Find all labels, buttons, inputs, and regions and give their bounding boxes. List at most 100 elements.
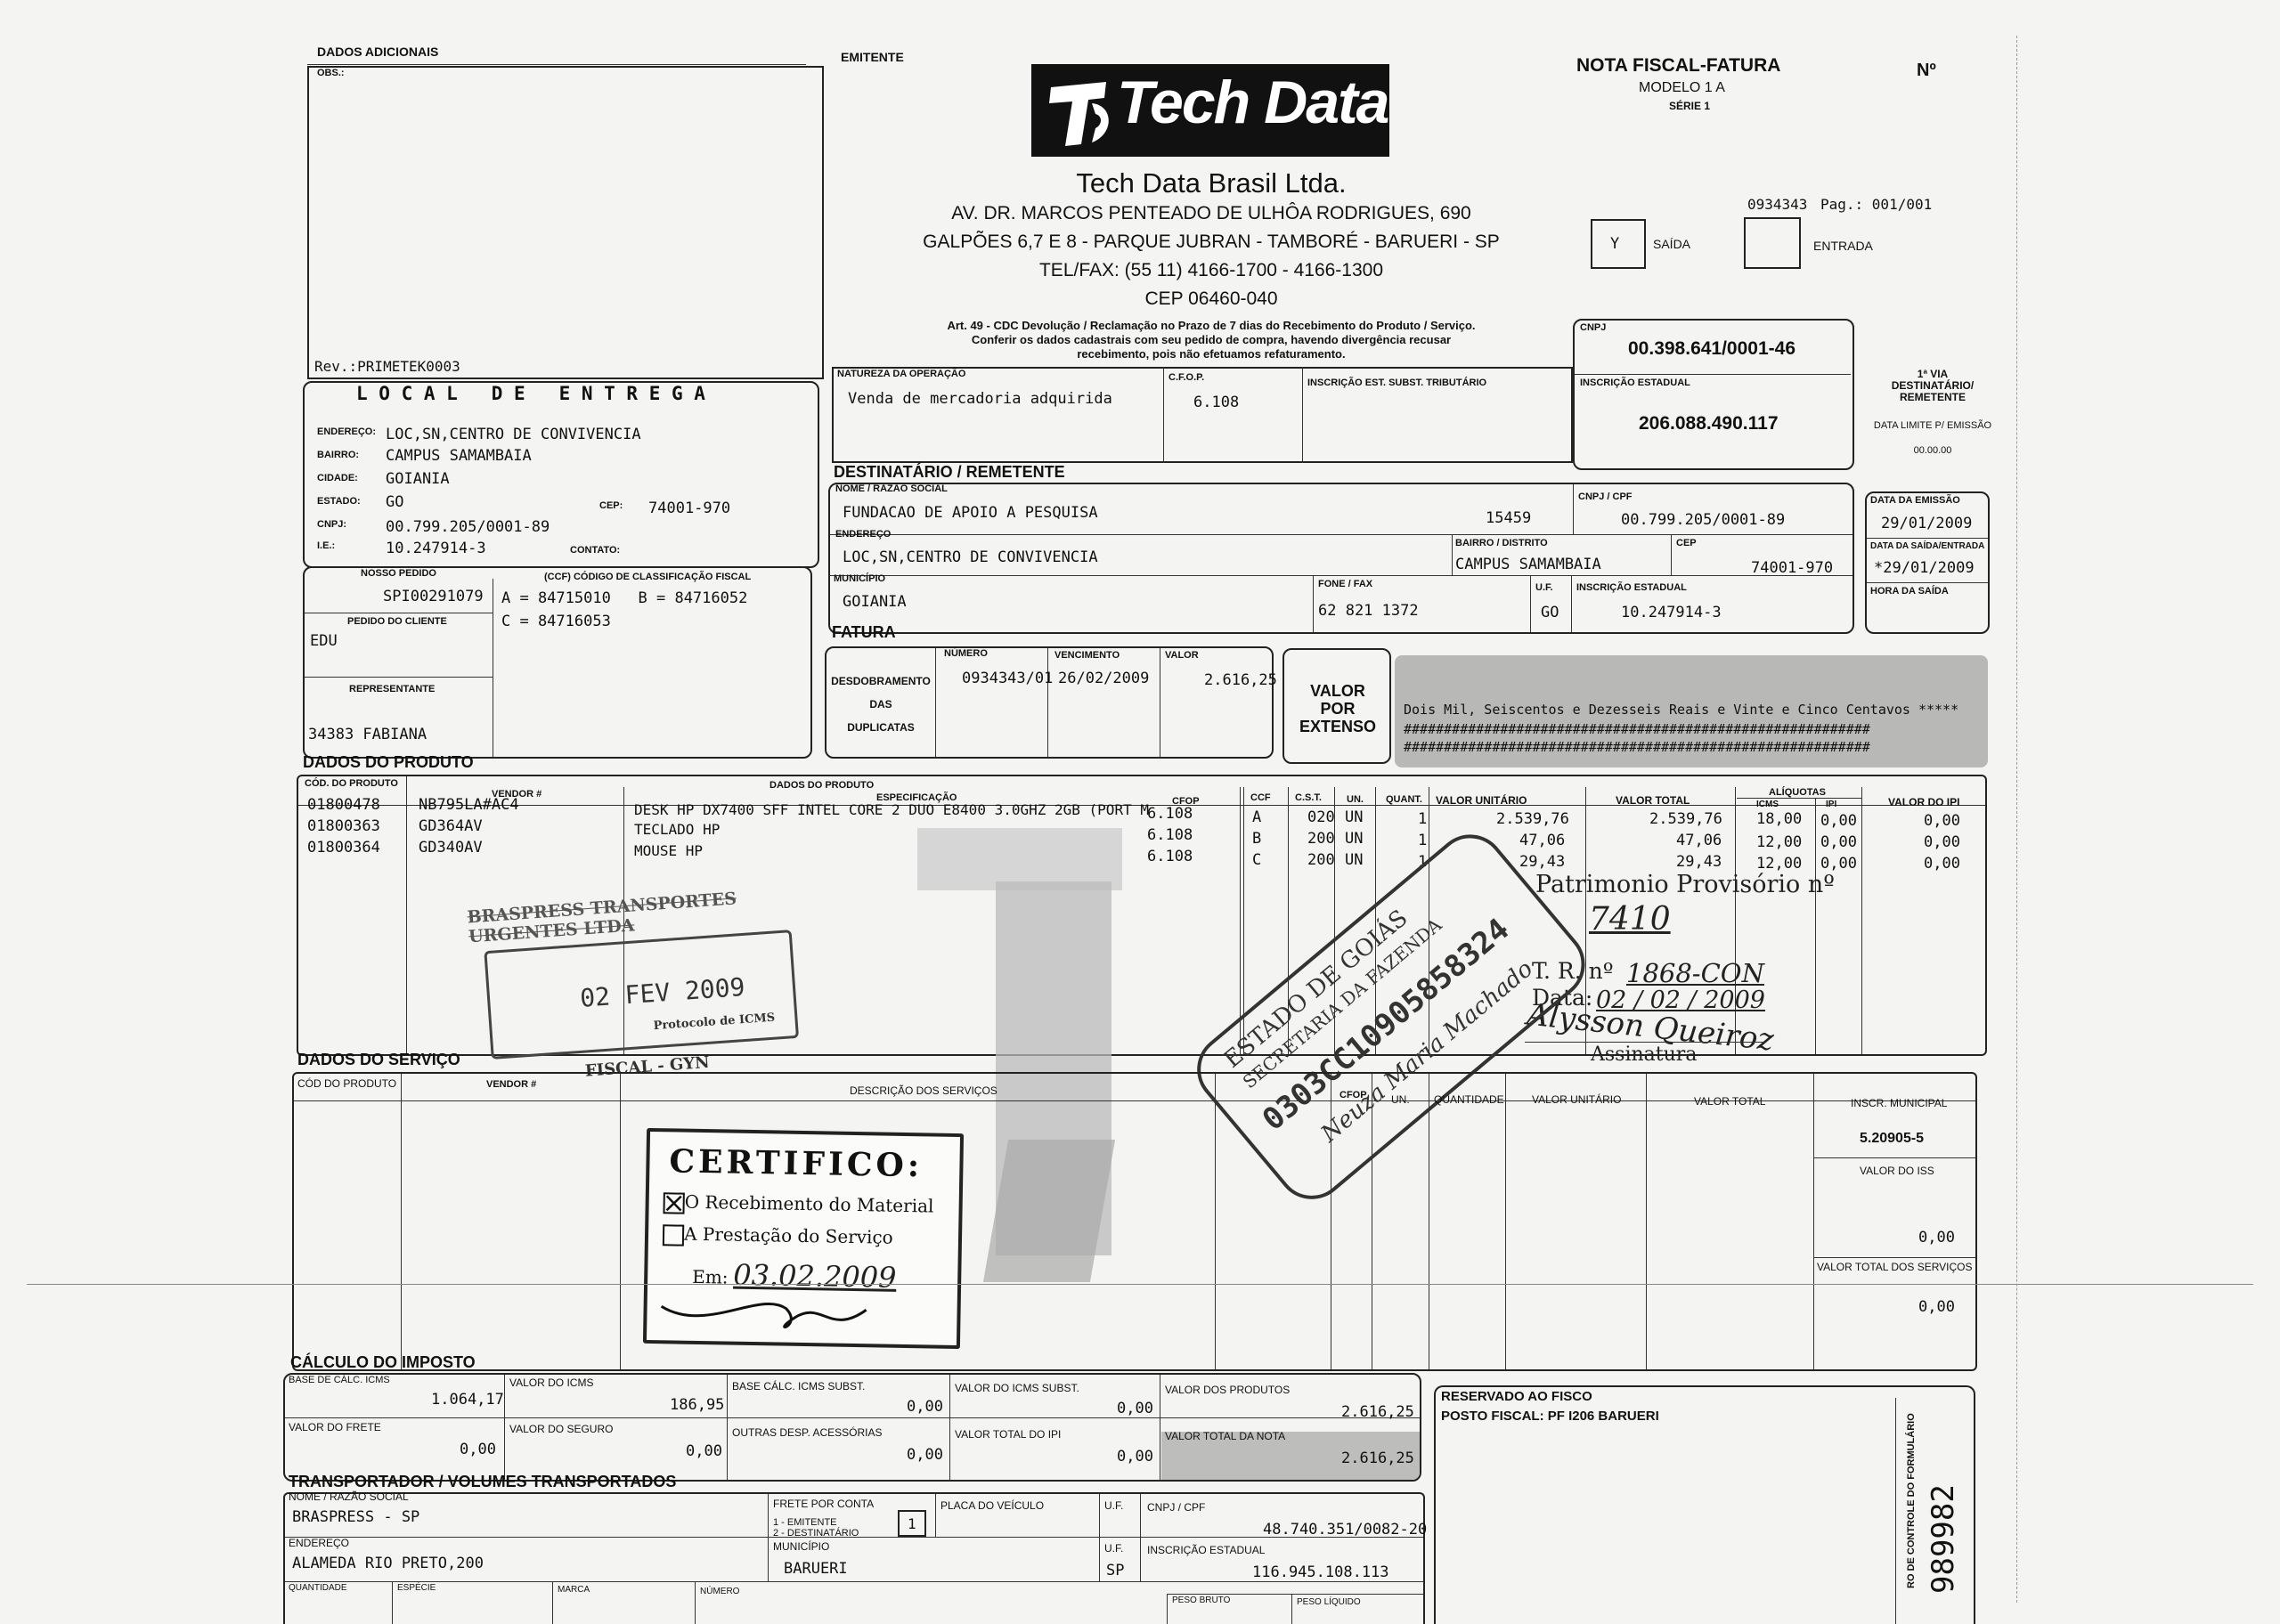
extenso-value: Dois Mil, Seiscentos e Dezesseis Reais e… <box>1404 702 1959 718</box>
estado-label: ESTADO: <box>317 496 361 507</box>
row-vipi: 0,00 <box>1924 855 1960 873</box>
rev-code: Rev.:PRIMETEK0003 <box>314 358 460 375</box>
hdr-valor-ipi: VALOR DO IPI <box>1888 796 1960 808</box>
divider <box>392 1581 393 1624</box>
patrimonio-title: Patrimonio Provisório nº <box>1535 871 1835 898</box>
hdr-cod: CÓD. DO PRODUTO <box>305 778 398 789</box>
row-cst: 020 <box>1307 808 1335 826</box>
row-quant: 1 <box>1418 853 1428 871</box>
emitente-label: EMITENTE <box>841 50 904 64</box>
divider <box>1215 1074 1216 1369</box>
divider <box>1240 787 1241 1054</box>
divider <box>768 1494 769 1581</box>
row-unit: 47,06 <box>1519 832 1566 849</box>
dest-cep-value: 74001-970 <box>1751 559 1834 577</box>
row-total: 2.539,76 <box>1649 810 1722 828</box>
divider <box>1867 582 1988 583</box>
row-icms: 12,00 <box>1756 855 1803 873</box>
cnpj-value: 00.398.641/0001-46 <box>1628 338 1796 359</box>
watermark-bar <box>917 828 1122 890</box>
frete-value: 0,00 <box>460 1441 496 1458</box>
endereco-label: ENDEREÇO: <box>317 426 377 437</box>
row-unit: 29,43 <box>1519 853 1566 871</box>
divider <box>935 648 936 757</box>
hdr-ccf: CCF <box>1250 792 1271 803</box>
hora-saida-label: HORA DA SAÍDA <box>1870 586 1949 597</box>
dest-ie-value: 10.247914-3 <box>1621 604 1722 621</box>
ie-subst-label: INSCRIÇÃO EST. SUBST. TRIBUTÁRIO <box>1307 378 1487 388</box>
notice-line-3: recebimento, pois não efetuamos refatura… <box>1077 347 1346 361</box>
divider <box>1815 798 1816 1054</box>
fatura-vencimento-value: 26/02/2009 <box>1058 670 1150 687</box>
check-x-icon <box>665 1195 682 1212</box>
cidade-value: GOIANIA <box>386 470 450 488</box>
valor-produtos-value: 2.616,25 <box>1341 1403 1414 1421</box>
natureza-value: Venda de mercadoria adquirida <box>848 390 1112 408</box>
divider <box>1243 787 1244 1054</box>
dest-fone-label: FONE / FAX <box>1318 579 1373 589</box>
dados-adicionais-title: DADOS ADICIONAIS <box>317 45 439 59</box>
ie-label: INSCRIÇÃO ESTADUAL <box>1580 378 1690 388</box>
row-ipi: 0,00 <box>1820 855 1857 873</box>
transp-cnpj-label: CNPJ / CPF <box>1147 1501 1206 1514</box>
transp-endereco-value: ALAMEDA RIO PRETO,200 <box>292 1555 484 1572</box>
icms-value: 186,95 <box>670 1396 725 1414</box>
scan-line <box>2016 36 2017 1603</box>
divider <box>1585 787 1586 1054</box>
servico-table <box>292 1072 1977 1371</box>
hdr-un: UN. <box>1347 794 1364 805</box>
row-un: UN <box>1345 830 1364 848</box>
icms-label: VALOR DO ICMS <box>509 1376 594 1389</box>
transp-uf2-value: SP <box>1106 1562 1125 1579</box>
iss-label: VALOR DO ISS <box>1860 1165 1934 1177</box>
divider <box>623 787 624 1054</box>
notice-line-1: Art. 49 - CDC Devolução / Reclamação no … <box>947 319 1476 332</box>
row-cod: 01800478 <box>307 796 380 814</box>
data-limite-label: DATA LIMITE P/ EMISSÃO <box>1873 420 1992 431</box>
divider <box>1167 1594 1423 1595</box>
row-cst: 200 <box>1307 830 1335 848</box>
controle-number: 989982 <box>1926 1484 1961 1594</box>
dest-codigo: 15459 <box>1486 509 1532 527</box>
hdr-icms: ICMS <box>1756 800 1779 809</box>
divider <box>1671 534 1672 575</box>
natureza-label: NATUREZA DA OPERAÇÃO <box>837 369 966 379</box>
hdr-aliq: ALÍQUOTAS <box>1769 787 1826 798</box>
numero-vol-label: NÚMERO <box>700 1587 740 1596</box>
dest-nome-value: FUNDACAO DE APOIO A PESQUISA <box>843 504 1098 522</box>
divider <box>1530 575 1531 632</box>
cert-option-2: A Prestação do Serviço <box>683 1222 893 1248</box>
srv-hdr-quant: QUANTIDADE <box>1434 1093 1504 1106</box>
divider <box>1452 534 1453 575</box>
divider <box>1813 1257 1975 1258</box>
divider <box>830 534 1852 535</box>
nosso-pedido-value: SPI00291079 <box>383 588 484 605</box>
natureza-box <box>832 367 1573 463</box>
transp-ie-label: INSCRIÇÃO ESTADUAL <box>1147 1544 1266 1556</box>
row-cod: 01800364 <box>307 839 380 857</box>
row-vipi: 0,00 <box>1924 833 1960 851</box>
row-un: UN <box>1345 808 1364 826</box>
emitente-name: Tech Data Brasil Ltda. <box>1076 167 1347 199</box>
hdr-vendor: VENDOR # <box>492 789 542 800</box>
hdr-cst: C.S.T. <box>1295 792 1322 803</box>
icms-subst-label: VALOR DO ICMS SUBST. <box>955 1382 1079 1394</box>
especie-label: ESPÉCIE <box>397 1583 436 1593</box>
peso-liquido-label: PESO LÍQUIDO <box>1297 1597 1361 1607</box>
divider <box>949 1375 950 1480</box>
row-ipi: 0,00 <box>1820 812 1857 830</box>
extenso-fill-2: ########################################… <box>1404 739 1870 755</box>
cert-option-1: O Recebimento do Material <box>684 1190 934 1217</box>
cert-checkbox-1 <box>663 1192 685 1214</box>
extenso-label: VALOR POR EXTENSO <box>1286 682 1389 735</box>
cnpj-value: 00.799.205/0001-89 <box>386 518 550 536</box>
divider <box>1646 1074 1647 1369</box>
emitente-cep: CEP 06460-040 <box>1144 288 1278 309</box>
patrimonio-data-value: 02 / 02 / 2009 <box>1596 987 1765 1014</box>
nota-modelo: MODELO 1 A <box>1639 80 1725 95</box>
ccf-line-1: A = 84715010 B = 84716052 <box>501 589 748 607</box>
row-ccf: C <box>1252 851 1262 869</box>
divider <box>401 1074 402 1369</box>
produtos-title: DADOS DO PRODUTO <box>303 753 474 771</box>
cnpj-label: CNPJ: <box>317 519 347 530</box>
